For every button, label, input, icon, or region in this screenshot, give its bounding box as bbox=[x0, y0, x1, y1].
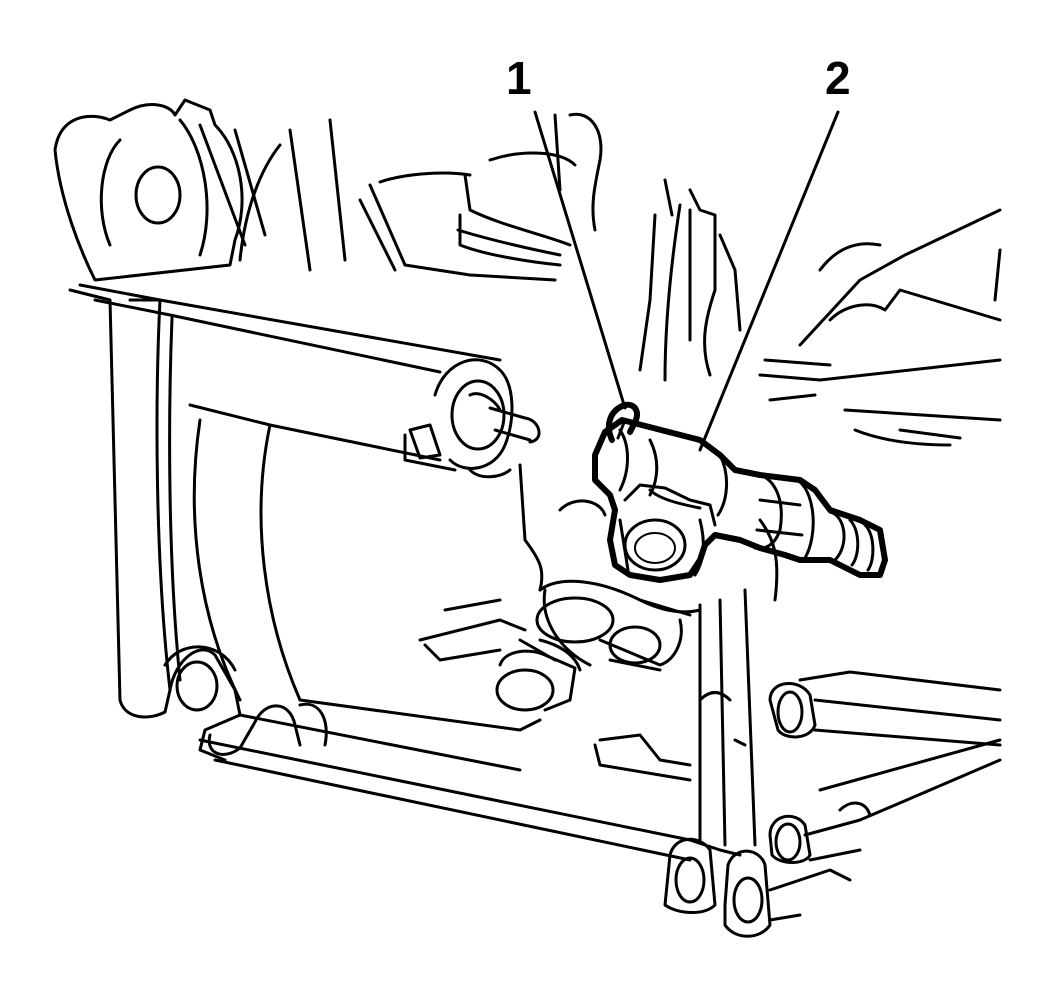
leader-lines bbox=[533, 110, 840, 452]
harness-connector bbox=[403, 358, 541, 479]
callout-label-1: 1 bbox=[506, 52, 532, 104]
leader-line-2 bbox=[698, 110, 840, 452]
sensor-assembly-highlight bbox=[592, 401, 888, 583]
valve-body-casting bbox=[418, 463, 779, 847]
upper-housing bbox=[456, 112, 1002, 447]
callout-label-2: 2 bbox=[825, 52, 851, 104]
lower-mount-feet bbox=[663, 837, 852, 938]
leader-line-1 bbox=[533, 110, 627, 410]
mounting-bolts bbox=[768, 670, 1002, 864]
transmission-case bbox=[53, 98, 692, 862]
